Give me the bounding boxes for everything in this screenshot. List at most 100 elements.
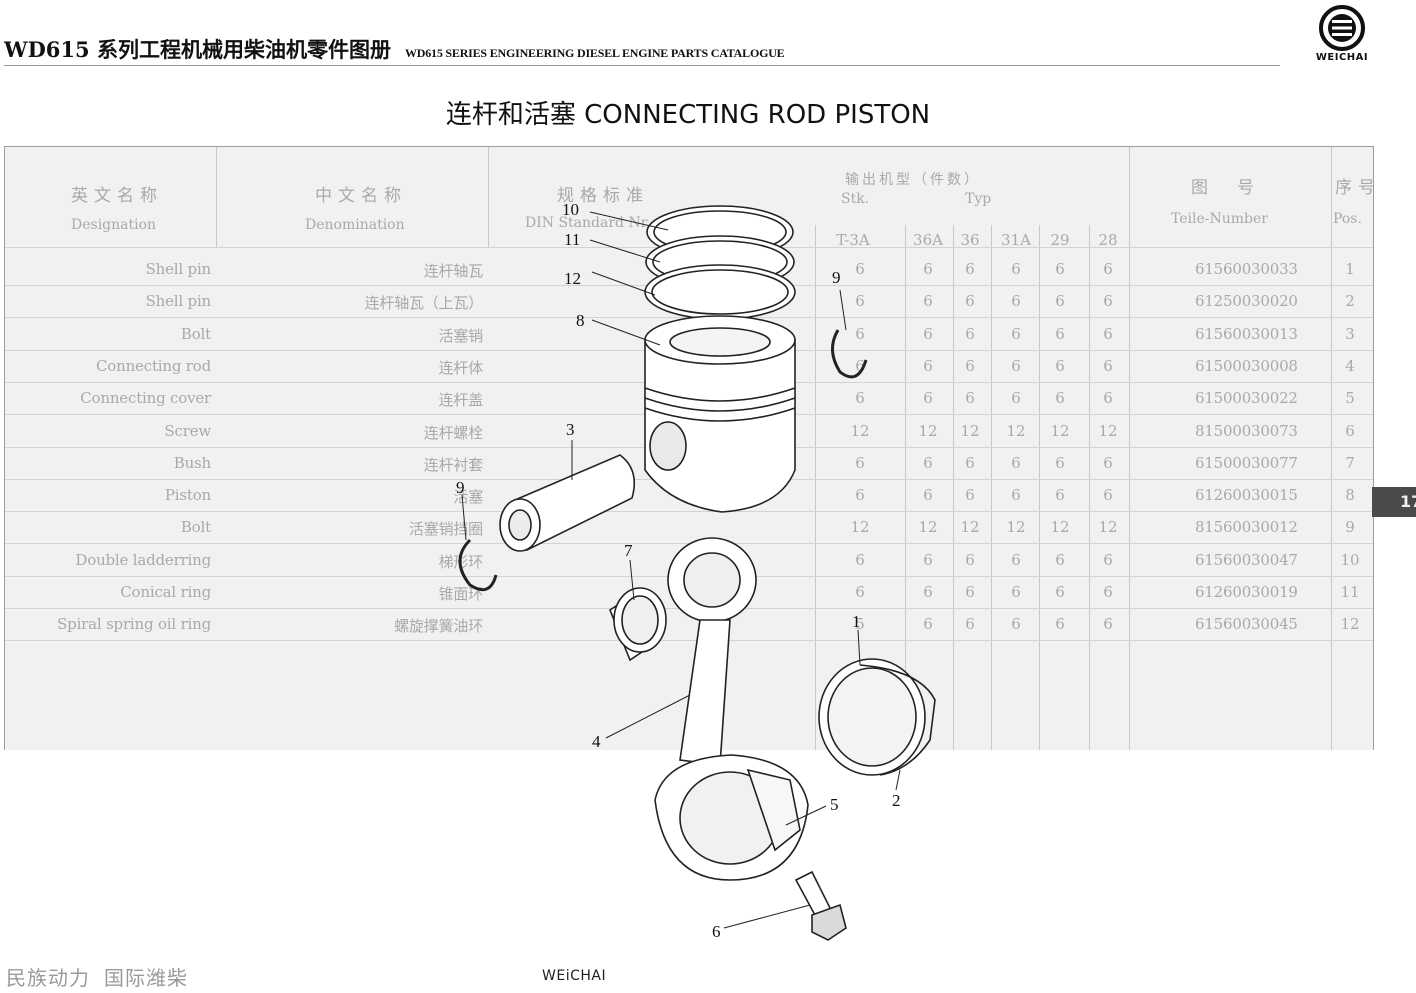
table-row-name-cn: 螺旋撑簧油环 <box>394 617 483 636</box>
table-row-qty: 12 <box>1006 518 1026 537</box>
qty-model-header: T-3A <box>836 231 870 249</box>
table-row-qty: 12 <box>918 421 938 440</box>
callout-7: 7 <box>624 541 633 560</box>
table-row-part-number: 61560030013 <box>1195 324 1298 343</box>
small-end-bush <box>609 587 667 662</box>
catalogue-title: WD615 系列工程机械用柴油机零件图册 WD615 SERIES ENGINEE… <box>4 34 785 64</box>
table-row-qty: 6 <box>1055 486 1065 505</box>
table-row-name-cn: 连杆螺栓 <box>423 423 483 442</box>
table-row-qty: 6 <box>965 356 975 375</box>
snap-ring-left <box>458 538 498 592</box>
table-row-name-cn: 活塞 <box>453 488 483 507</box>
table-col-divider <box>905 225 906 750</box>
table-col-divider <box>953 225 954 750</box>
table-row-qty: 6 <box>1055 583 1065 601</box>
table-row-qty: 12 <box>1006 421 1026 440</box>
page-heading: 连杆和活塞 CONNECTING ROD PISTON <box>445 100 931 130</box>
table-row-qty: 6 <box>923 453 933 472</box>
table-row-part-number: 61560030045 <box>1195 615 1298 634</box>
table-row-pos: 2 <box>1345 292 1355 311</box>
table-row-qty: 6 <box>923 615 933 634</box>
table-row-qty: 6 <box>855 292 865 311</box>
callout-5: 5 <box>830 795 839 814</box>
table-row-name-cn: 连杆衬套 <box>423 455 483 474</box>
table-row-part-number: 81500030073 <box>1195 421 1298 440</box>
table-row-qty: 6 <box>1011 324 1021 343</box>
catalogue-title-en: WD615 SERIES ENGINEERING DIESEL ENGINE P… <box>404 46 785 60</box>
table-row-pos: 3 <box>1345 324 1355 343</box>
table-row-rule <box>5 640 1373 642</box>
col-header-pos-en: Pos. <box>1333 211 1362 227</box>
table-row-qty: 12 <box>960 518 980 537</box>
table-row-qty: 6 <box>855 260 865 278</box>
table-row-pos: 5 <box>1345 389 1355 408</box>
table-row-qty: 6 <box>965 486 975 505</box>
table-row-name-en: Screw <box>164 421 211 440</box>
connecting-rod-bolt <box>794 870 847 941</box>
table-row-qty: 6 <box>1103 356 1113 375</box>
table-row-part-number: 61260030015 <box>1195 486 1298 505</box>
table-row-qty: 6 <box>1011 453 1021 472</box>
table-row-qty: 12 <box>1050 518 1070 537</box>
table-row-qty: 6 <box>1011 583 1021 601</box>
table-row-qty: 6 <box>855 324 865 343</box>
table-row-qty: 6 <box>855 356 865 375</box>
table-row-name-en: Shell pin <box>145 260 212 278</box>
callout-6: 6 <box>712 922 721 941</box>
table-row-qty: 12 <box>850 518 870 537</box>
table-row-name-en: Conical ring <box>120 583 211 601</box>
col-header-name-cn: 中文名称 <box>315 186 407 206</box>
table-row-qty: 6 <box>1011 356 1021 375</box>
col-header-name-cn-en: Denomination <box>305 217 405 233</box>
table-col-divider <box>488 147 489 247</box>
table-row-qty: 6 <box>855 389 865 408</box>
table-row-part-number: 61500030077 <box>1195 453 1298 472</box>
table-row-qty: 6 <box>1011 550 1021 569</box>
logo-brand-text: WEICHAI <box>1315 52 1369 63</box>
table-row-qty: 6 <box>1055 389 1065 408</box>
qty-model-header: 31A <box>1001 231 1031 249</box>
col-header-qty-typ: Typ <box>965 191 992 207</box>
callout-9-top: 9 <box>832 268 841 287</box>
table-row-qty: 6 <box>1103 486 1113 505</box>
table-row-qty: 6 <box>1103 453 1113 472</box>
table-row-qty: 6 <box>1011 389 1021 408</box>
table-row-qty: 12 <box>1050 421 1070 440</box>
table-row-qty: 6 <box>855 583 865 601</box>
table-row-qty: 6 <box>855 453 865 472</box>
table-row-pos: 11 <box>1340 583 1360 601</box>
table-row-name-cn: 锥面环 <box>438 585 484 603</box>
callout-1: 1 <box>852 612 861 631</box>
table-row-qty: 6 <box>1055 615 1065 634</box>
table-row-qty: 6 <box>1055 453 1065 472</box>
table-row-qty: 6 <box>923 583 933 601</box>
table-row-name-cn: 连杆盖 <box>438 391 484 410</box>
table-row-qty: 6 <box>1011 615 1021 634</box>
table-row-qty: 6 <box>923 356 933 375</box>
col-header-number-cn: 图 号 <box>1191 178 1260 198</box>
col-header-standard-cn: 规格标准 <box>557 186 649 206</box>
table-row-part-number: 61500030008 <box>1195 356 1298 375</box>
table-row-qty: 12 <box>960 421 980 440</box>
table-row-pos: 7 <box>1345 453 1355 472</box>
callout-4: 4 <box>592 732 601 751</box>
catalogue-title-cn: WD615 系列工程机械用柴油机零件图册 <box>4 37 391 62</box>
table-row-qty: 6 <box>923 486 933 505</box>
col-header-designation: Designation <box>71 217 157 233</box>
table-row-qty: 6 <box>965 292 975 311</box>
table-row-part-number: 81560030012 <box>1195 518 1298 537</box>
piston-body <box>644 339 796 513</box>
table-row-qty: 6 <box>1103 550 1113 569</box>
table-row-qty: 6 <box>923 292 933 311</box>
table-row-qty: 6 <box>965 615 975 634</box>
table-row-pos: 1 <box>1345 260 1355 278</box>
table-row-qty: 12 <box>1098 518 1118 537</box>
table-row-qty: 6 <box>1055 356 1065 375</box>
table-row-qty: 6 <box>923 389 933 408</box>
table-row-qty: 6 <box>965 260 975 278</box>
table-row-part-number: 61560030033 <box>1195 260 1298 278</box>
table-row-name-en: Spiral spring oil ring <box>57 615 211 634</box>
table-row-name-cn: 连杆体 <box>438 358 484 377</box>
callout-3: 3 <box>566 420 575 439</box>
qty-model-header: 29 <box>1050 231 1070 249</box>
